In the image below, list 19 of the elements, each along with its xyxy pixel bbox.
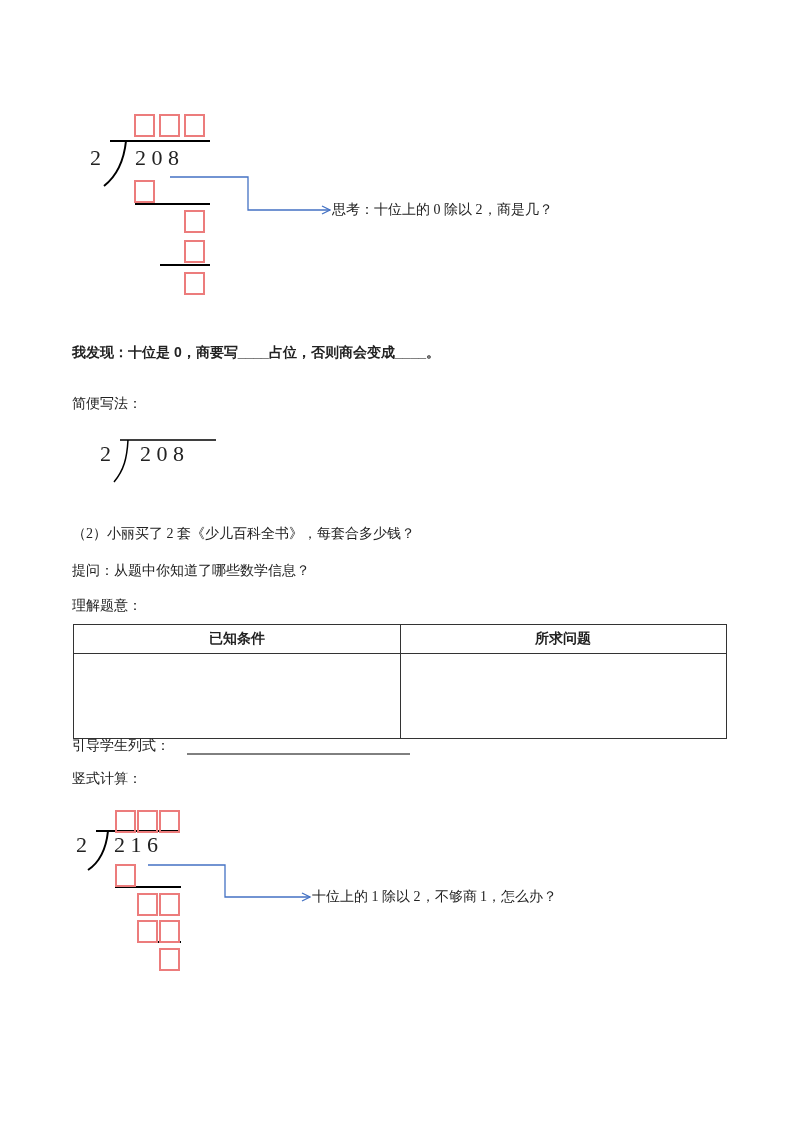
arrow bbox=[169, 176, 331, 215]
finding-sentence: 我发现：十位是 0，商要写____占位，否则商会变成____。 bbox=[72, 343, 440, 361]
digit-text: 2 1 6 bbox=[114, 833, 158, 857]
text: 理解题意： bbox=[72, 597, 142, 615]
digit-text: 2 bbox=[100, 442, 111, 466]
digit-text: 2 bbox=[90, 146, 101, 170]
callout-text: 十位上的 1 除以 2，不够商 1，怎么办？ bbox=[312, 888, 557, 906]
digit-text: 2 bbox=[76, 833, 87, 857]
text: 简便写法： bbox=[72, 394, 142, 412]
text: （2）小丽买了 2 套《少儿百科全书》，每套合多少钱？ bbox=[72, 525, 415, 543]
digit-text: 2 0 8 bbox=[140, 442, 184, 466]
column-header: 所求问题 bbox=[400, 624, 727, 654]
column-header: 已知条件 bbox=[73, 624, 400, 654]
text: 竖式计算： bbox=[72, 770, 142, 788]
text: 提问：从题中你知道了哪些数学信息？ bbox=[72, 562, 310, 580]
arrow bbox=[147, 864, 311, 902]
digit-text: 2 0 8 bbox=[135, 146, 179, 170]
callout-text: 思考：十位上的 0 除以 2，商是几？ bbox=[332, 201, 553, 219]
text: 引导学生列式： bbox=[72, 737, 170, 755]
